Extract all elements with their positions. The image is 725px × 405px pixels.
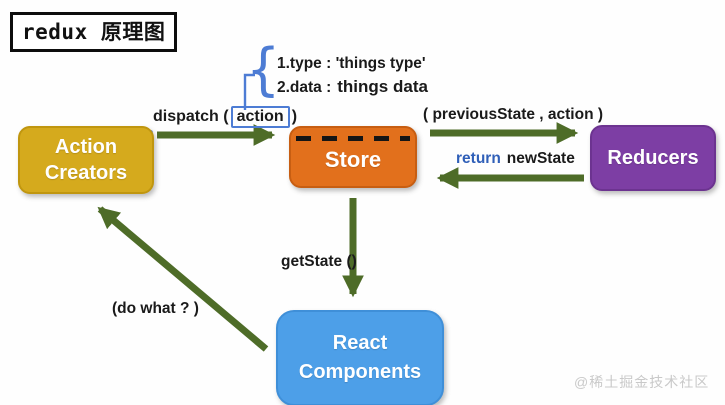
do-what-arrow bbox=[97, 206, 269, 352]
return-keyword: return bbox=[456, 150, 501, 167]
store-label: Store bbox=[324, 147, 382, 172]
react-components-line1: React bbox=[332, 332, 388, 354]
return-newstate-label: return newState bbox=[456, 150, 575, 168]
dispatch-label: dispatch (action) bbox=[153, 106, 297, 128]
annotation-type-line: 1.type : 'things type' bbox=[277, 55, 426, 72]
get-state-label: getState () bbox=[281, 253, 357, 270]
watermark: @稀土掘金技术社区 bbox=[574, 374, 710, 390]
annotation-data-value: things data bbox=[337, 77, 428, 96]
annotation-brace: { bbox=[246, 36, 281, 103]
reducers-label: Reducers bbox=[607, 146, 699, 169]
react-components-line2: Components bbox=[298, 361, 422, 383]
dispatch-prefix: dispatch ( bbox=[153, 108, 229, 125]
node-react-components: React Components bbox=[276, 310, 444, 405]
node-reducers: Reducers bbox=[590, 125, 716, 191]
node-action-creators: Action Creators bbox=[18, 126, 154, 194]
node-store: Store bbox=[289, 126, 417, 188]
action-creators-line1: Action bbox=[54, 136, 118, 158]
previous-state-label: ( previousState , action ) bbox=[423, 106, 604, 123]
annotation-data-line: 2.data : things data bbox=[277, 77, 428, 97]
dispatch-suffix: ) bbox=[291, 108, 298, 125]
action-annotation-connector bbox=[243, 73, 255, 110]
store-dashed-line bbox=[296, 136, 410, 141]
action-creators-line2: Creators bbox=[44, 162, 128, 184]
annotation-data-key: 2.data : bbox=[277, 79, 332, 96]
return-value: newState bbox=[506, 150, 575, 167]
action-chip: action bbox=[230, 106, 290, 128]
do-what-label: (do what ? ) bbox=[112, 300, 199, 317]
diagram-title: redux 原理图 bbox=[10, 12, 178, 52]
